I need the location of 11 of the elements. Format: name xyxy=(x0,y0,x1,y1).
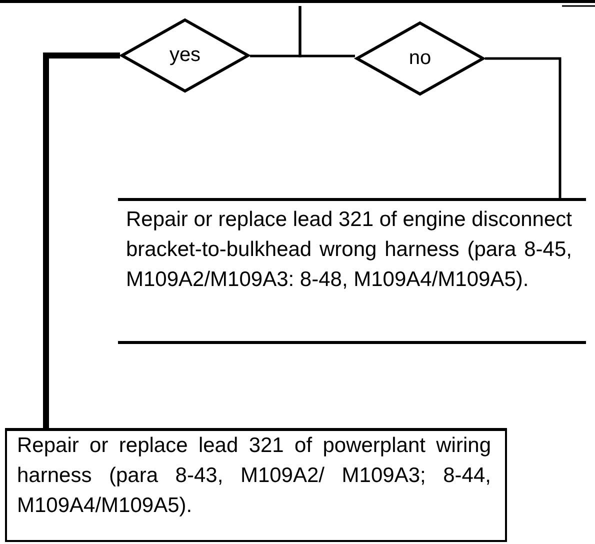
instruction-text: Repair or replace lead 321 of powerplant wiring harness (para 8-43, M109A2/ M109A3; 8-44, M109A4/M109A5). xyxy=(17,433,491,519)
connector-line xyxy=(298,6,355,58)
decision-diamond xyxy=(355,21,485,96)
decision-label: yes xyxy=(169,44,201,67)
decision-diamond xyxy=(120,18,250,93)
connector-line xyxy=(485,57,562,198)
connector-line xyxy=(43,52,120,428)
instruction-text: Repair or replace lead 321 of engine disconnect bracket-to-bulkhead wrong harness (para 8-45, M109A2/M109A3: 8-48, M109A4/M109A5). xyxy=(126,207,572,293)
process-box xyxy=(118,198,586,344)
decision-label: no xyxy=(408,47,432,70)
process-box xyxy=(5,428,507,542)
